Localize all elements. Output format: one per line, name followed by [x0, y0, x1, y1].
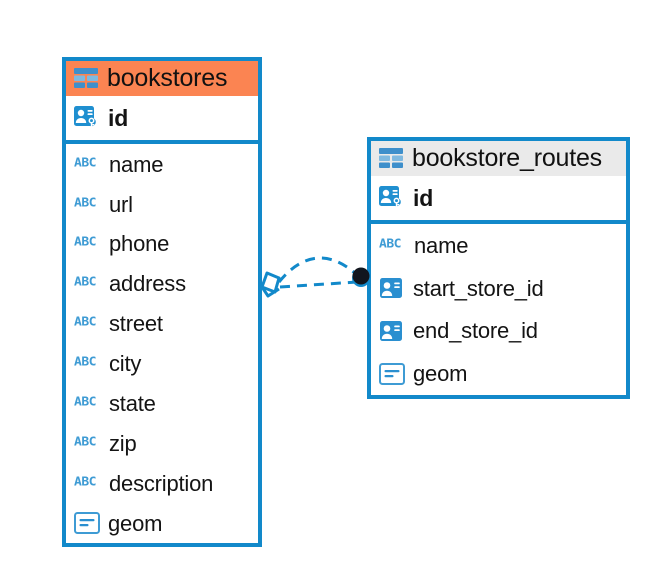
table-icon	[379, 148, 403, 169]
field-label: state	[109, 390, 156, 416]
abc-text-icon: ABC	[379, 237, 401, 252]
entity-bookstore-routes[interactable]: bookstore_routes id ABC name	[367, 137, 630, 399]
abc-text-icon: ABC	[74, 475, 96, 490]
entity-title: bookstore_routes	[412, 144, 602, 172]
entity-bookstores[interactable]: bookstores id ABC name A	[62, 57, 262, 547]
abc-text-icon: ABC	[74, 395, 96, 410]
field-row[interactable]: ABC phone	[66, 224, 258, 264]
field-label: end_store_id	[413, 318, 538, 344]
field-label: name	[414, 233, 469, 259]
foreign-key-icon	[380, 278, 402, 299]
geometry-icon	[379, 362, 405, 385]
field-label: phone	[109, 231, 170, 257]
primary-key-icon	[379, 186, 401, 208]
field-row[interactable]: ABC url	[66, 184, 258, 224]
abc-text-icon: ABC	[74, 355, 96, 370]
field-label: description	[109, 470, 214, 496]
relationship-line-arched	[277, 256, 360, 283]
field-row[interactable]: ABC zip	[66, 423, 258, 463]
abc-text-icon: ABC	[74, 315, 96, 330]
field-row[interactable]: ABC street	[66, 304, 258, 344]
diamond-marker	[260, 271, 281, 298]
abc-text-icon: ABC	[74, 275, 96, 290]
primary-key-row[interactable]: id	[371, 176, 626, 220]
entity-header-bookstore-routes[interactable]: bookstore_routes	[371, 141, 626, 177]
field-label: name	[109, 151, 164, 177]
field-row[interactable]: start_store_id	[371, 267, 626, 310]
abc-text-icon: ABC	[74, 236, 96, 250]
field-row[interactable]: geom	[371, 352, 626, 395]
abc-text-icon: ABC	[74, 196, 96, 210]
field-row[interactable]: ABC address	[66, 264, 258, 304]
field-row[interactable]: ABC name	[66, 144, 258, 184]
primary-key-icon	[74, 106, 96, 128]
field-row[interactable]: ABC state	[66, 384, 258, 424]
relationship-line-straight	[279, 280, 358, 289]
geometry-icon	[74, 512, 100, 535]
foreign-key-icon	[380, 320, 402, 341]
primary-key-separator	[371, 220, 626, 225]
field-label: address	[109, 271, 186, 297]
field-row[interactable]: geom	[66, 503, 258, 543]
table-icon	[74, 68, 98, 89]
entity-header-bookstores[interactable]: bookstores	[66, 61, 258, 97]
primary-key-label: id	[108, 105, 129, 132]
field-row[interactable]: ABC description	[66, 463, 258, 503]
field-label: geom	[413, 361, 468, 387]
field-list-bookstore-routes: ABC name start_store_id	[371, 224, 626, 395]
primary-key-label: id	[413, 185, 434, 212]
abc-text-icon: ABC	[74, 435, 96, 450]
primary-key-row[interactable]: id	[66, 96, 258, 140]
abc-text-icon: ABC	[74, 156, 96, 171]
field-label: street	[109, 311, 163, 337]
field-label: zip	[109, 430, 137, 456]
field-row[interactable]: ABC name	[371, 224, 626, 267]
field-label: geom	[108, 510, 163, 536]
field-label: start_store_id	[413, 275, 544, 301]
field-list-bookstores: ABC name ABC url ABC phone ABC address A…	[66, 144, 258, 543]
field-label: url	[109, 191, 133, 217]
entity-title: bookstores	[107, 64, 228, 92]
field-row[interactable]: end_store_id	[371, 310, 626, 353]
field-label: city	[109, 351, 142, 377]
field-row[interactable]: ABC city	[66, 344, 258, 384]
primary-key-separator	[66, 140, 258, 145]
